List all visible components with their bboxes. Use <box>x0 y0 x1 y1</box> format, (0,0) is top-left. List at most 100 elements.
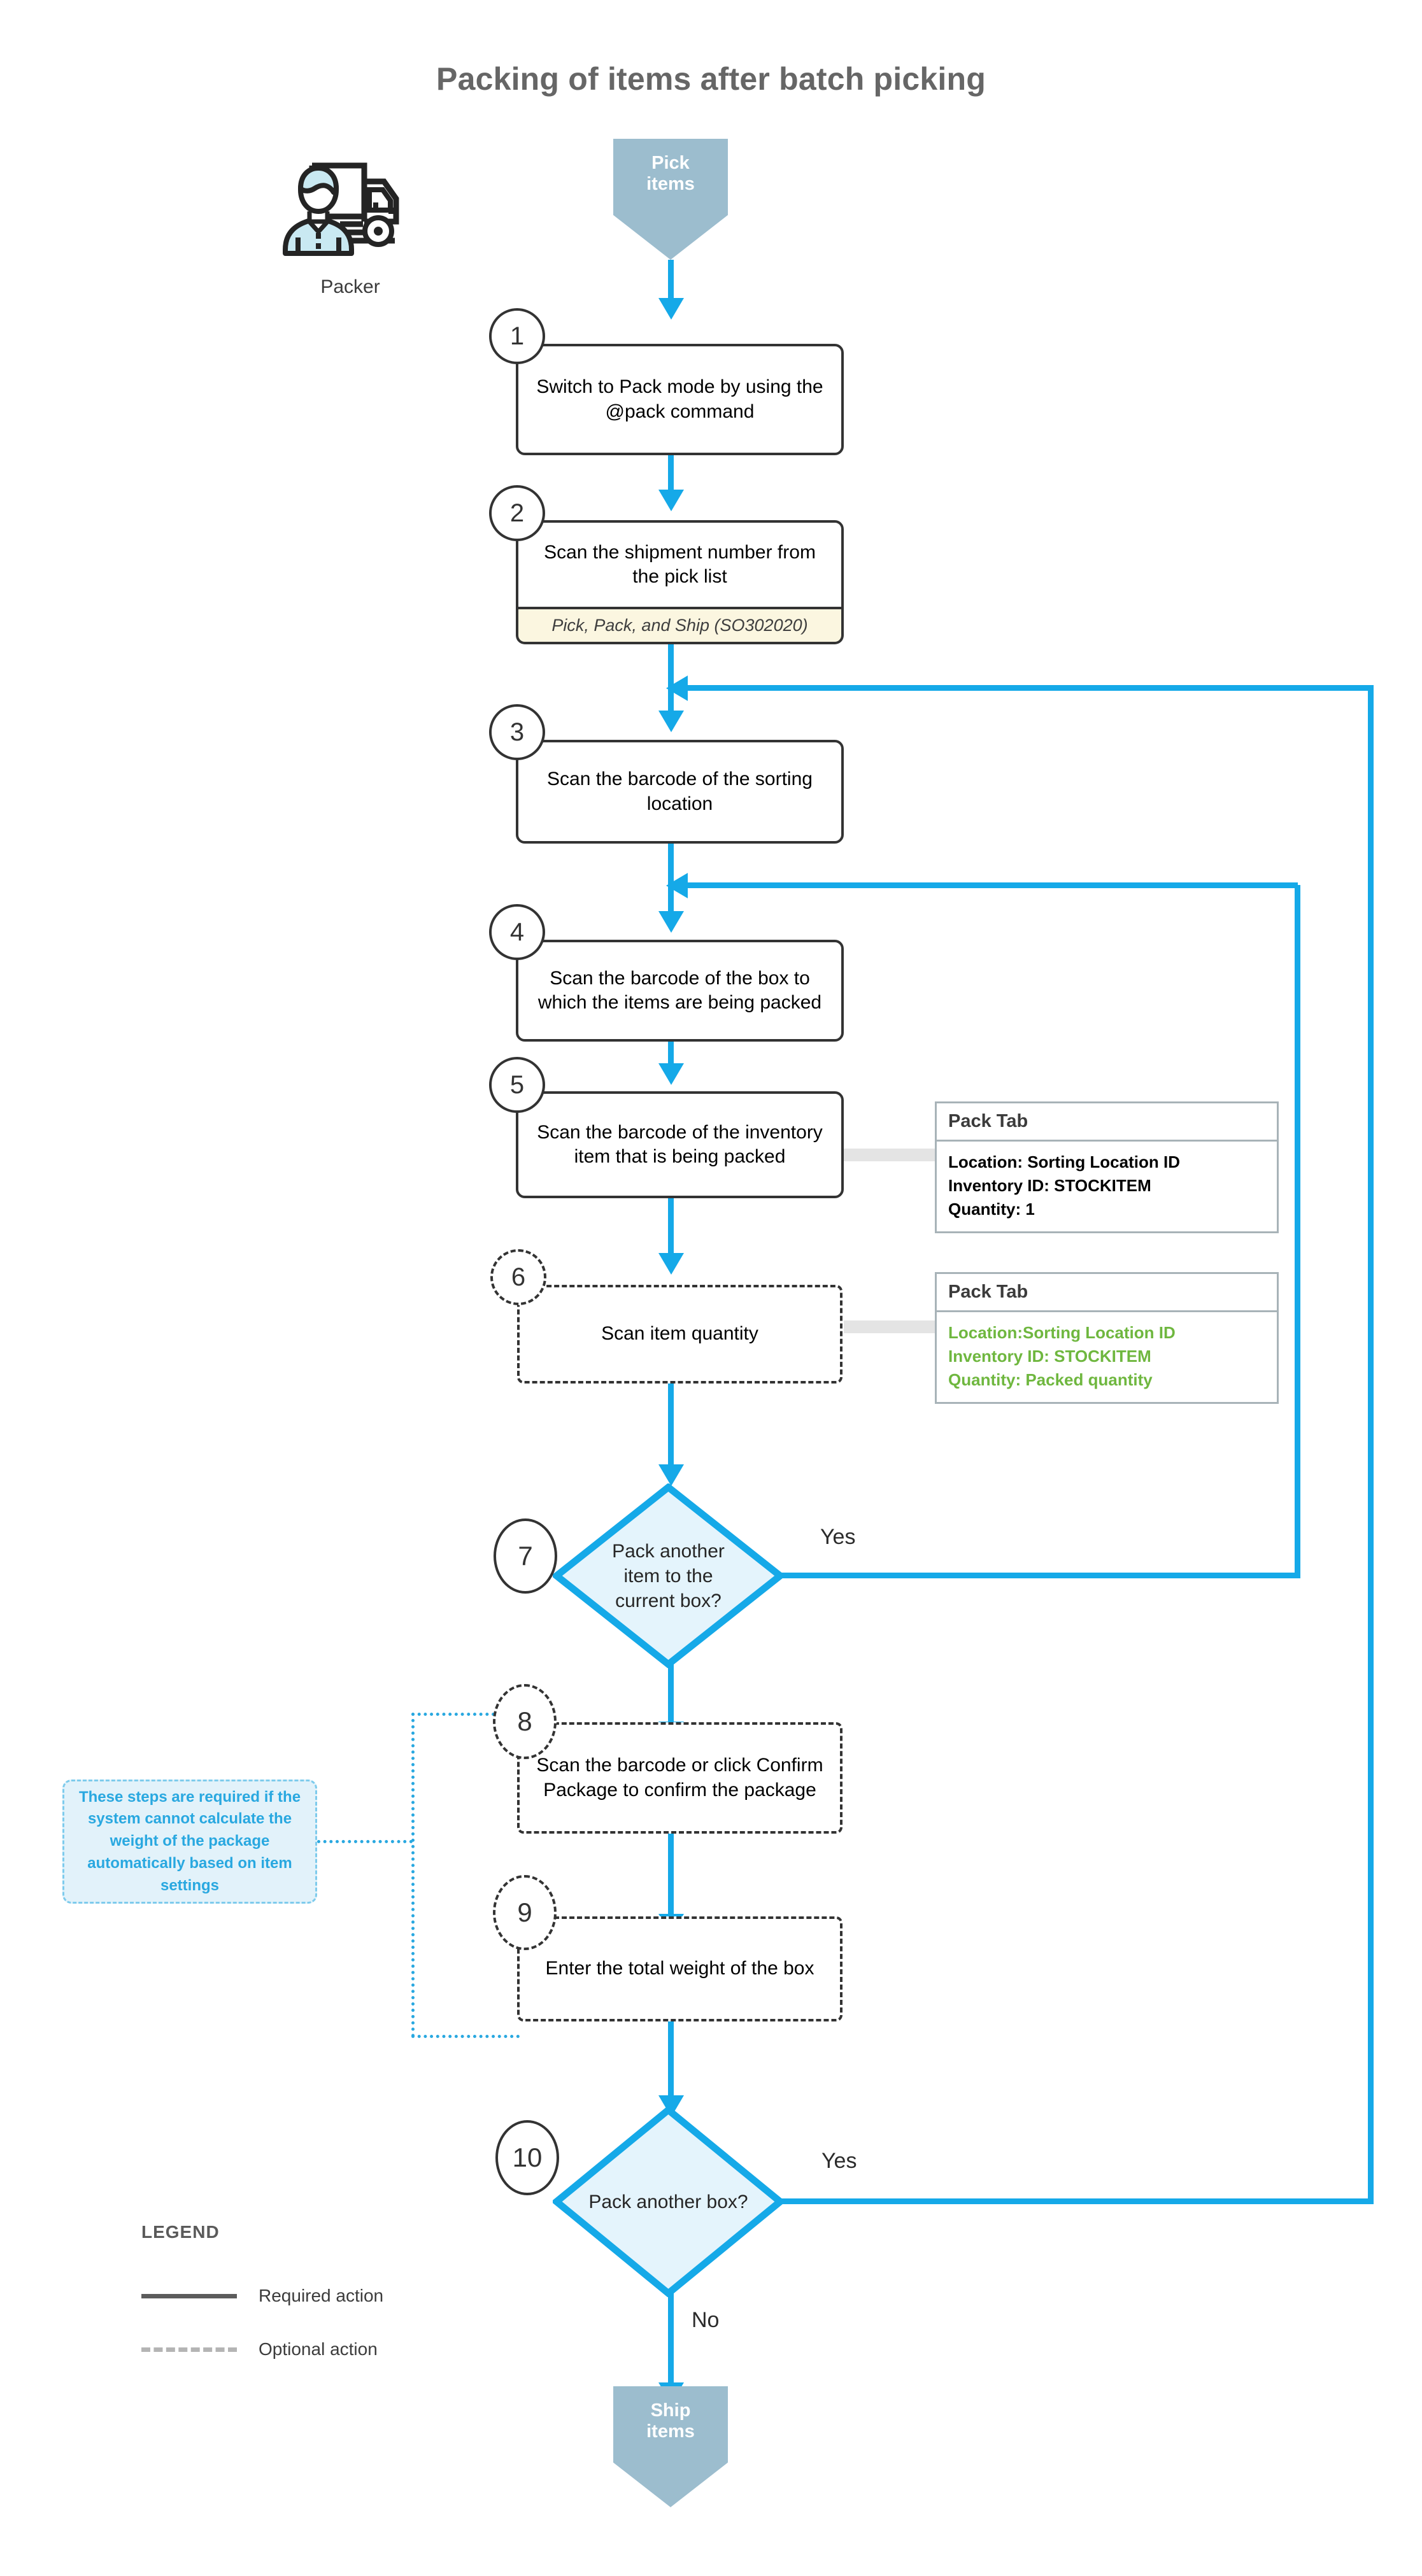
branch-7-yes-return <box>688 882 1298 888</box>
arrowhead-loop-to-step-4 <box>666 873 688 898</box>
step-node-2[interactable]: Scan the shipment number from the pick l… <box>516 520 844 609</box>
step-node-1[interactable]: Switch to Pack mode by using the @pack c… <box>516 344 844 455</box>
arrowhead-loop-to-step-3 <box>666 676 688 701</box>
note-connector-horizontal-main <box>317 1840 413 1843</box>
connector-step6-to-info2 <box>844 1320 936 1333</box>
step-text-6: Scan item quantity <box>601 1323 758 1345</box>
arrowhead-to-step-2 <box>658 490 684 511</box>
step-badge-2: 2 <box>489 485 545 541</box>
info-panel-pack-tab-2: Pack Tab Location:Sorting Location ID In… <box>935 1272 1279 1404</box>
note-connector-vertical <box>411 1713 415 2037</box>
branch-label-7-yes: Yes <box>820 1525 856 1549</box>
info-panel-1-body: Location: Sorting Location ID Inventory … <box>935 1142 1279 1233</box>
info-panel-1-header: Pack Tab <box>935 1101 1279 1142</box>
step-node-6[interactable]: Scan item quantity <box>517 1285 843 1384</box>
arrowhead-to-step-5 <box>658 1063 684 1085</box>
connector-9-to-10 <box>668 2021 674 2098</box>
step-text-8: Scan the barcode or click Confirm Packag… <box>536 1755 823 1801</box>
connector-8-to-9 <box>668 1834 674 1916</box>
step-number-7: 7 <box>518 1541 533 1571</box>
step-badge-8: 8 <box>493 1684 557 1759</box>
info-panel-2-line-3: Quantity: Packed quantity <box>948 1369 1153 1389</box>
step-text-3: Scan the barcode of the sorting location <box>547 768 813 814</box>
step-badge-3: 3 <box>489 704 545 760</box>
step-badge-7: 7 <box>494 1518 557 1594</box>
info-panel-pack-tab-1: Pack Tab Location: Sorting Location ID I… <box>935 1101 1279 1233</box>
step-number-5: 5 <box>509 1070 525 1099</box>
arrowhead-to-step-6 <box>658 1253 684 1275</box>
note-connector-to-step-9 <box>411 2035 520 2038</box>
step-number-3: 3 <box>509 718 525 746</box>
legend-label-optional: Optional action <box>259 2339 378 2359</box>
step-badge-5: 5 <box>489 1057 545 1113</box>
step-node-5[interactable]: Scan the barcode of the inventory item t… <box>516 1091 844 1198</box>
packer-truck-icon <box>267 153 433 267</box>
legend-title: LEGEND <box>141 2222 220 2242</box>
start-terminator: Pick items <box>613 139 728 260</box>
legend-swatch-dashed-line <box>141 2347 237 2352</box>
page-title: Packing of items after batch picking <box>436 61 986 97</box>
arrowhead-to-step-3 <box>658 711 684 732</box>
connector-7-to-8 <box>668 1664 674 1724</box>
legend-item-required: Required action <box>141 2286 523 2306</box>
step-number-6: 6 <box>511 1263 526 1291</box>
connector-4-to-5 <box>668 1042 674 1066</box>
step-number-1: 1 <box>509 322 525 350</box>
decision-node-10[interactable]: Pack another box? <box>551 2105 786 2298</box>
info-panel-2-line-2: Inventory ID: STOCKITEM <box>948 1346 1151 1366</box>
step-node-9[interactable]: Enter the total weight of the box <box>517 1916 843 2021</box>
legend-item-optional: Optional action <box>141 2339 523 2360</box>
info-panel-1-line-3: Quantity: 1 <box>948 1199 1035 1219</box>
step-number-9: 9 <box>517 1897 532 1927</box>
branch-7-yes-vertical <box>1295 885 1300 1576</box>
connector-step5-to-info1 <box>844 1149 936 1161</box>
step-badge-10: 10 <box>495 2120 559 2195</box>
step-node-4[interactable]: Scan the barcode of the box to which the… <box>516 940 844 1042</box>
connector-5-to-6 <box>668 1198 674 1256</box>
step-number-4: 4 <box>509 917 525 946</box>
actor-label: Packer <box>320 276 380 297</box>
step-badge-4: 4 <box>489 904 545 960</box>
legend-label-required: Required action <box>259 2286 384 2305</box>
branch-7-yes-horizontal <box>780 1573 1300 1578</box>
info-panel-1-line-2: Inventory ID: STOCKITEM <box>948 1175 1151 1195</box>
step-badge-9: 9 <box>493 1875 557 1950</box>
shipment-annotation-text: Pick, Pack, and Ship (SO302020) <box>551 616 808 635</box>
decision-node-7[interactable]: Pack another item to the current box? <box>551 1482 786 1669</box>
step-number-8: 8 <box>517 1706 532 1736</box>
connector-start-to-1 <box>668 260 674 301</box>
info-panel-2-body: Location:Sorting Location ID Inventory I… <box>935 1312 1279 1404</box>
legend: LEGEND Required action Optional action <box>141 2222 523 2360</box>
branch-label-10-no: No <box>692 2308 720 2332</box>
weight-note-text: These steps are required if the system c… <box>78 1788 301 1894</box>
step-node-3[interactable]: Scan the barcode of the sorting location <box>516 740 844 844</box>
end-line-2: items <box>646 2421 695 2442</box>
step-number-10: 10 <box>512 2142 543 2172</box>
info-panel-1-line-1: Location: Sorting Location ID <box>948 1152 1180 1171</box>
step-badge-1: 1 <box>489 308 545 364</box>
info-panel-2-header: Pack Tab <box>935 1272 1279 1312</box>
branch-10-yes-horizontal <box>780 2198 1374 2204</box>
step-text-1: Switch to Pack mode by using the @pack c… <box>536 376 823 422</box>
actor-packer: Packer <box>267 153 433 298</box>
step-text-9: Enter the total weight of the box <box>545 1958 814 1979</box>
note-connector-to-step-8 <box>411 1713 520 1716</box>
arrowhead-to-step-4 <box>658 911 684 933</box>
step-number-2: 2 <box>509 499 525 527</box>
step-text-4: Scan the barcode of the box to which the… <box>537 967 822 1013</box>
step-text-2: Scan the shipment number from the pick l… <box>544 541 816 587</box>
start-line-2: items <box>646 174 695 195</box>
connector-6-to-7 <box>668 1384 674 1466</box>
end-terminator: Ship items <box>613 2386 728 2507</box>
legend-swatch-solid-line <box>141 2293 237 2298</box>
connector-10-to-end <box>668 2293 674 2386</box>
branch-label-10-yes: Yes <box>821 2149 857 2173</box>
arrowhead-to-step-1 <box>658 298 684 320</box>
branch-10-yes-return <box>688 685 1371 691</box>
arrowhead-to-step-7 <box>658 1464 684 1486</box>
step-node-8[interactable]: Scan the barcode or click Confirm Packag… <box>517 1722 843 1834</box>
step-badge-6: 6 <box>490 1249 546 1305</box>
start-line-1: Pick <box>651 153 690 173</box>
step-text-5: Scan the barcode of the inventory item t… <box>537 1121 823 1167</box>
